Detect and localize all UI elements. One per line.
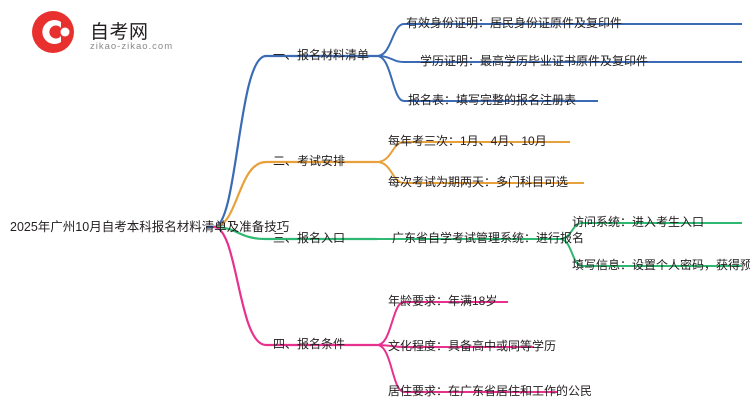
leaf-label-4-3[interactable]: 居住要求：在广东省居住和工作的公民 bbox=[388, 384, 593, 398]
leaf-label-1-1[interactable]: 有效身份证明：居民身份证原件及复印件 bbox=[406, 16, 623, 30]
branch-label-4[interactable]: 四、报名条件 bbox=[273, 337, 346, 351]
logo-domain: zikao-zikao.com bbox=[90, 41, 174, 52]
leaf-label-4-1[interactable]: 年龄要求：年满18岁 bbox=[388, 294, 498, 308]
leaf-label-2-2[interactable]: 每次考试为期两天：多门科目可选 bbox=[388, 175, 569, 189]
site-logo: 自考网 zikao-zikao.com bbox=[28, 8, 188, 56]
circle-c-logo-icon bbox=[32, 11, 74, 53]
branch-label-3[interactable]: 三、报名入口 bbox=[273, 231, 346, 245]
leaf-label-3-1-1[interactable]: 访问系统：进入考生入口 bbox=[572, 215, 705, 229]
leaf-label-1-3[interactable]: 报名表：填写完整的报名注册表 bbox=[408, 93, 577, 107]
branch-label-1[interactable]: 一、报名材料清单 bbox=[273, 48, 370, 62]
leaf-label-2-1[interactable]: 每年考三次：1月、4月、10月 bbox=[388, 134, 547, 148]
leaf-label-4-2[interactable]: 文化程度：具备高中或同等学历 bbox=[388, 339, 557, 353]
leaf-label-1-2[interactable]: 学历证明：最高学历毕业证书原件及复印件 bbox=[420, 54, 649, 68]
leaf-label-3-1-2[interactable]: 填写信息：设置个人密码，获得预报名号 bbox=[572, 258, 750, 272]
logo-brand-name: 自考网 bbox=[90, 22, 149, 43]
branch-label-2[interactable]: 二、考试安排 bbox=[273, 154, 346, 168]
leaf-label-3-1[interactable]: 广东省自学考试管理系统：进行报名 bbox=[392, 231, 585, 245]
mindmap-root-label: 2025年广州10月自考本科报名材料清单及准备技巧 bbox=[10, 220, 290, 234]
